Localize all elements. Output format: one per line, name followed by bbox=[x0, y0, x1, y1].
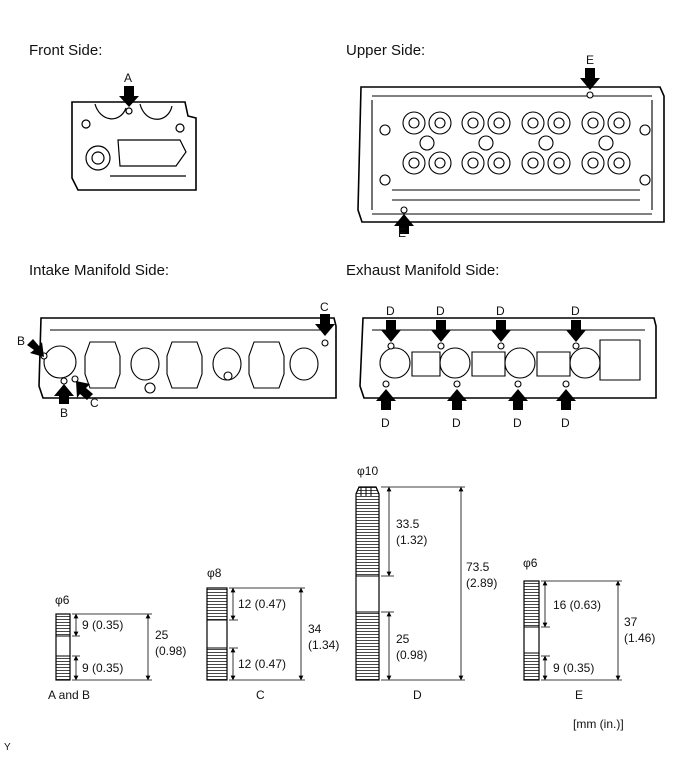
stud-e-total-mm: 37 bbox=[624, 615, 638, 629]
stud-d-drawing bbox=[355, 486, 380, 681]
stud-d-dimensions bbox=[381, 486, 465, 681]
stud-c-caption: C bbox=[256, 688, 265, 702]
callout-e-bottom: E bbox=[398, 226, 407, 240]
stud-d-upper-in: (1.32) bbox=[396, 533, 428, 547]
callout-d-top-1: D bbox=[386, 304, 395, 318]
stud-c-total-mm: 34 bbox=[308, 622, 322, 636]
stud-ab-total-mm: 25 bbox=[155, 628, 169, 642]
callout-e-top: E bbox=[586, 53, 595, 67]
upper-side-drawing bbox=[357, 86, 665, 223]
stud-d-upper-mm: 33.5 bbox=[396, 517, 420, 531]
exhaust-side-title: Exhaust Manifold Side: bbox=[346, 262, 500, 279]
stud-c-total-in: (1.34) bbox=[308, 638, 340, 652]
stud-ab-lower-dim: 9 (0.35) bbox=[82, 661, 124, 675]
callout-d-bottom-2: D bbox=[452, 416, 461, 430]
stud-d-total-mm: 73.5 bbox=[466, 560, 490, 574]
stud-e-caption: E bbox=[575, 688, 584, 702]
arrow-a-icon bbox=[119, 86, 139, 107]
stud-ab-drawing bbox=[55, 613, 71, 681]
arrow-c-top-icon bbox=[315, 314, 335, 336]
callout-c-bottom: C bbox=[90, 396, 99, 410]
callout-d-top-2: D bbox=[436, 304, 445, 318]
arrow-d-top-2-icon bbox=[431, 320, 451, 342]
callout-d-bottom-3: D bbox=[513, 416, 522, 430]
stud-d-lower-in: (0.98) bbox=[396, 648, 428, 662]
stud-d-caption: D bbox=[413, 688, 422, 702]
stud-c-upper-dim: 12 (0.47) bbox=[238, 597, 287, 611]
arrow-d-top-4-icon bbox=[566, 320, 586, 342]
stud-c-drawing bbox=[206, 587, 228, 681]
stud-e-total-in: (1.46) bbox=[624, 631, 656, 645]
arrow-d-top-3-icon bbox=[491, 320, 511, 342]
corner-mark: Y bbox=[4, 742, 11, 753]
stud-e-upper-dim: 16 (0.63) bbox=[553, 598, 602, 612]
intake-side-drawing bbox=[38, 317, 337, 399]
stud-d-lower-mm: 25 bbox=[396, 632, 410, 646]
stud-c-lower-dim: 12 (0.47) bbox=[238, 657, 287, 671]
stud-ab-caption: A and B bbox=[48, 688, 91, 702]
callout-b-left: B bbox=[17, 334, 26, 348]
arrow-d-top-1-icon bbox=[381, 320, 401, 342]
callout-d-top-3: D bbox=[496, 304, 505, 318]
arrow-d-bottom-2-icon bbox=[447, 389, 467, 410]
arrow-d-bottom-3-icon bbox=[508, 389, 528, 410]
arrow-b-bottom-icon bbox=[54, 384, 74, 404]
stud-e-diameter: φ6 bbox=[523, 556, 538, 570]
stud-ab-total-in: (0.98) bbox=[155, 644, 187, 658]
stud-c-dimensions bbox=[229, 587, 305, 681]
arrow-e-top-icon bbox=[580, 68, 600, 90]
units-label: [mm (in.)] bbox=[573, 717, 624, 731]
stud-c-diameter: φ8 bbox=[207, 566, 222, 580]
callout-d-top-4: D bbox=[571, 304, 580, 318]
stud-ab-diameter: φ6 bbox=[55, 593, 70, 607]
intake-side-title: Intake Manifold Side: bbox=[29, 262, 170, 279]
arrow-b-left-icon bbox=[27, 339, 44, 357]
stud-d-total-in: (2.89) bbox=[466, 576, 498, 590]
stud-ab-upper-dim: 9 (0.35) bbox=[82, 618, 124, 632]
callout-d-bottom-1: D bbox=[381, 416, 390, 430]
callout-c-top: C bbox=[320, 300, 329, 314]
front-side-title: Front Side: bbox=[29, 42, 103, 59]
arrow-d-bottom-4-icon bbox=[556, 389, 576, 410]
stud-e-dimensions bbox=[541, 580, 622, 681]
arrow-d-bottom-1-icon bbox=[376, 389, 396, 410]
stud-d-diameter: φ10 bbox=[357, 464, 379, 478]
arrow-e-bottom-icon bbox=[394, 214, 414, 234]
front-side-drawing bbox=[71, 101, 197, 191]
stud-e-drawing bbox=[523, 580, 540, 681]
callout-b-bottom: B bbox=[60, 406, 69, 420]
callout-a: A bbox=[124, 71, 133, 85]
upper-side-title: Upper Side: bbox=[346, 42, 426, 59]
callout-d-bottom-4: D bbox=[561, 416, 570, 430]
stud-e-lower-dim: 9 (0.35) bbox=[553, 661, 595, 675]
stud-ab-dimensions bbox=[72, 613, 152, 681]
arrow-c-bottom-icon bbox=[76, 381, 93, 400]
